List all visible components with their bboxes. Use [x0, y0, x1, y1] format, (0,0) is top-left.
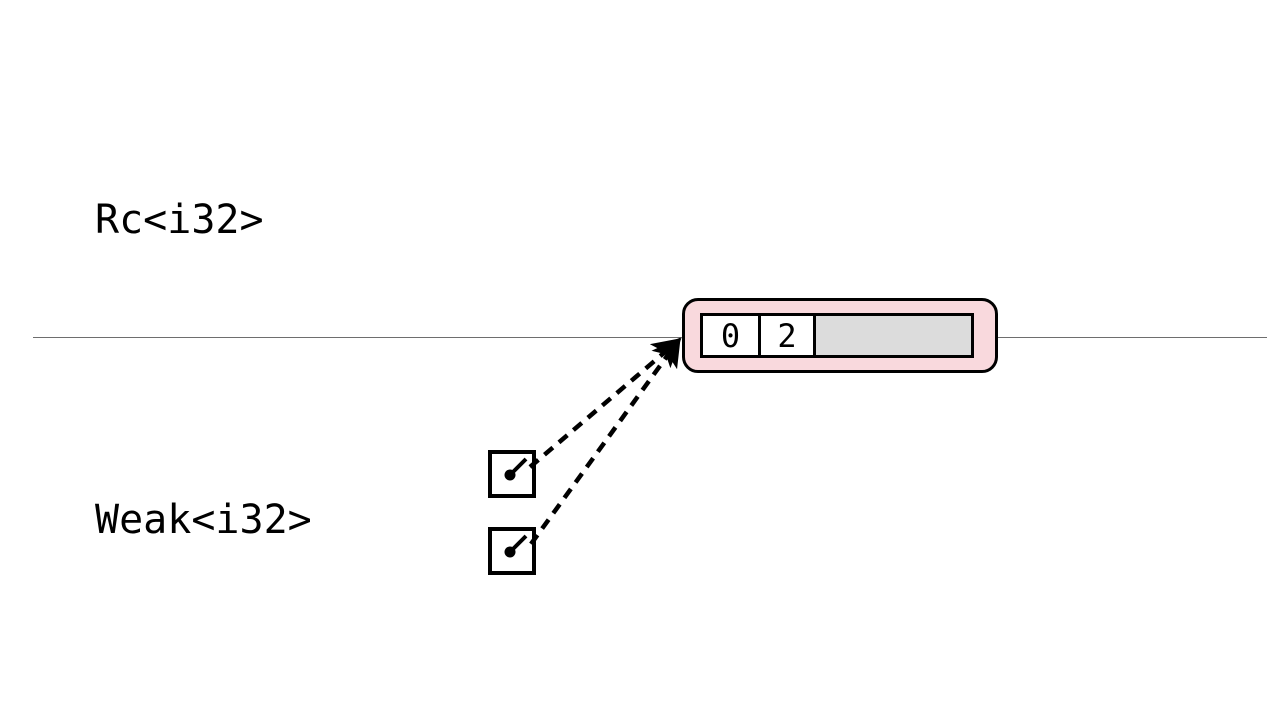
- weak-pointer-1-arrow: [528, 338, 682, 469]
- weak-pointer-2: [488, 527, 536, 575]
- strong-count-cell: 0: [703, 316, 758, 355]
- stack-heap-divider: [33, 337, 1267, 338]
- rc-box-allocation: 0 2: [682, 298, 998, 373]
- rc-box-cell-row: 0 2: [700, 313, 974, 358]
- pointer-dot-icon: [504, 534, 528, 558]
- weak-pointer-2-arrow: [529, 337, 681, 546]
- inner-value-cell: [813, 316, 971, 355]
- rc-type-label: Rc<i32>: [95, 197, 264, 243]
- weak-type-label: Weak<i32>: [95, 497, 312, 543]
- weak-pointer-1: [488, 450, 536, 498]
- weak-count-cell: 2: [758, 316, 813, 355]
- pointer-dot-icon: [504, 457, 528, 481]
